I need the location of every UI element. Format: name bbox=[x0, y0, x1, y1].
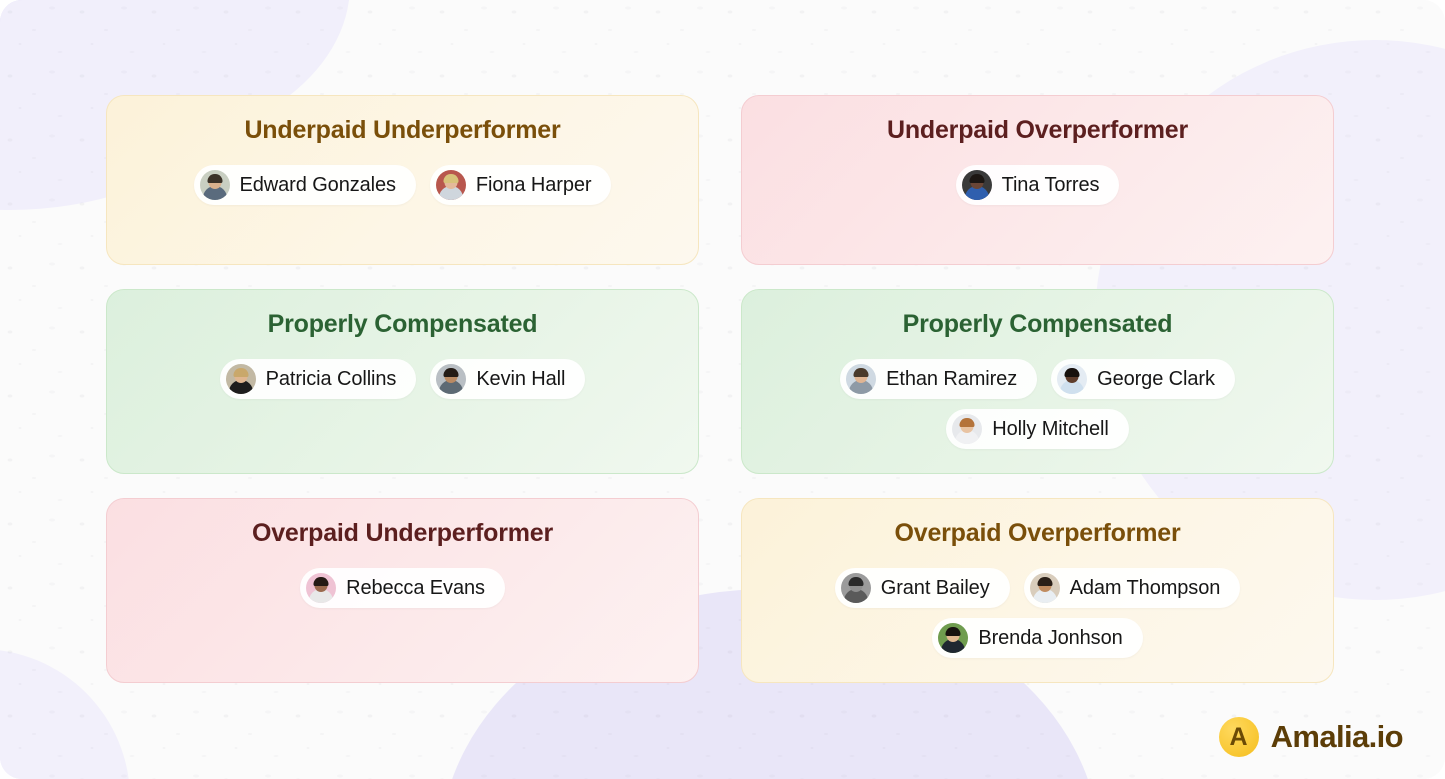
segment-card-title: Overpaid Overperformer bbox=[894, 519, 1181, 547]
person-chip[interactable]: Grant Bailey bbox=[834, 568, 1010, 608]
person-name: Brenda Jonhson bbox=[978, 626, 1123, 649]
person-chip[interactable]: Fiona Harper bbox=[429, 165, 612, 205]
person-chip-list: Edward Gonzales Fiona Harper bbox=[129, 165, 676, 205]
avatar bbox=[938, 623, 969, 653]
person-name: Ethan Ramirez bbox=[886, 367, 1018, 390]
person-chip-list: Patricia Collins Kevin Hall bbox=[129, 359, 676, 399]
person-name: Kevin Hall bbox=[476, 367, 566, 390]
person-name: Fiona Harper bbox=[475, 173, 592, 196]
avatar bbox=[199, 170, 230, 200]
avatar bbox=[1057, 364, 1088, 394]
person-chip[interactable]: Brenda Jonhson bbox=[932, 618, 1143, 658]
avatar bbox=[436, 364, 467, 394]
person-chip-list: Rebecca Evans bbox=[129, 568, 676, 608]
segment-card-title: Underpaid Underperformer bbox=[244, 116, 561, 144]
avatar bbox=[1029, 573, 1060, 603]
segment-card-title: Overpaid Underperformer bbox=[251, 519, 554, 547]
brand-name-label: Amalia.io bbox=[1270, 719, 1404, 754]
person-name: Patricia Collins bbox=[265, 367, 397, 390]
person-chip[interactable]: Tina Torres bbox=[955, 165, 1120, 205]
segment-card-title: Underpaid Overperformer bbox=[886, 116, 1189, 144]
segment-card-title: Properly Compensated bbox=[267, 310, 538, 338]
brand-logo: A Amalia.io bbox=[1218, 717, 1404, 757]
avatar bbox=[225, 364, 256, 394]
avatar bbox=[840, 573, 871, 603]
avatar bbox=[961, 170, 992, 200]
person-chip[interactable]: Edward Gonzales bbox=[193, 165, 416, 205]
avatar bbox=[435, 170, 466, 200]
person-name: Holly Mitchell bbox=[992, 417, 1109, 440]
person-name: George Clark bbox=[1097, 367, 1215, 390]
person-chip-list: Tina Torres bbox=[764, 165, 1311, 205]
person-chip[interactable]: Rebecca Evans bbox=[300, 568, 505, 608]
person-name: Adam Thompson bbox=[1069, 576, 1221, 599]
person-name: Tina Torres bbox=[1001, 173, 1100, 196]
amalia-logo-icon: A bbox=[1218, 717, 1259, 757]
person-chip[interactable]: George Clark bbox=[1051, 359, 1235, 399]
person-chip[interactable]: Adam Thompson bbox=[1023, 568, 1241, 608]
person-name: Grant Bailey bbox=[880, 576, 990, 599]
person-name: Edward Gonzales bbox=[239, 173, 396, 196]
person-chip[interactable]: Holly Mitchell bbox=[946, 409, 1129, 449]
person-name: Rebecca Evans bbox=[346, 576, 485, 599]
segment-card-title: Properly Compensated bbox=[902, 310, 1173, 338]
avatar bbox=[846, 364, 877, 394]
person-chip[interactable]: Patricia Collins bbox=[219, 359, 417, 399]
avatar bbox=[306, 573, 337, 603]
avatar bbox=[952, 414, 983, 444]
person-chip[interactable]: Ethan Ramirez bbox=[840, 359, 1038, 399]
person-chip[interactable]: Kevin Hall bbox=[430, 359, 586, 399]
